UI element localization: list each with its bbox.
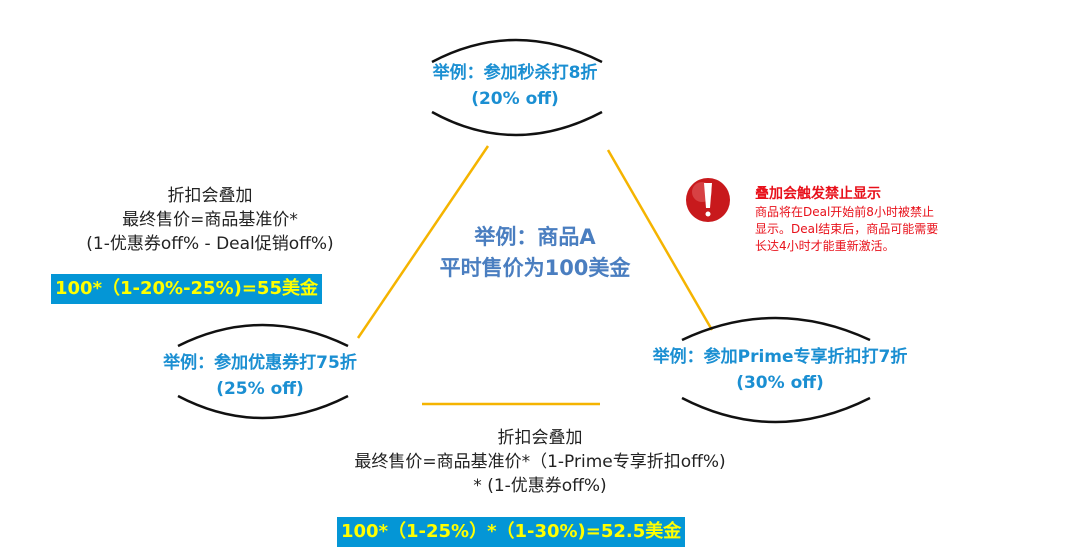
- left-formula: 折扣会叠加 最终售价=商品基准价* (1-优惠券off% - Deal促销off…: [40, 184, 380, 256]
- node-coupon: 举例：参加优惠券打75折 (25% off): [110, 350, 410, 402]
- left-formula-line: (1-优惠券off% - Deal促销off%): [86, 234, 334, 254]
- node-coupon-discount: (25% off): [216, 379, 304, 399]
- ellipse-top-upper-arc: [431, 38, 603, 64]
- center-label: 举例：商品A 平时售价为100美金: [410, 222, 660, 284]
- left-formula-result: 100*（1-20%-25%)=55美金: [51, 274, 322, 304]
- warning-text: 显示。Deal结束后，商品可能需要: [755, 222, 939, 236]
- exclamation-icon: [686, 178, 730, 222]
- node-flash-sale: 举例：参加秒杀打8折 (20% off): [400, 60, 630, 112]
- node-flash-sale-discount: (20% off): [471, 89, 559, 109]
- left-formula-line: 最终售价=商品基准价*: [122, 210, 298, 230]
- ellipse-right-upper-arc: [681, 316, 871, 342]
- ellipse-right-lower-arc: [681, 396, 871, 424]
- center-title: 举例：商品A: [474, 225, 596, 249]
- bottom-formula-line: * (1-优惠券off%): [473, 476, 607, 496]
- bottom-formula-line: 最终售价=商品基准价*（1-Prime专享折扣off%): [354, 452, 726, 472]
- connector-top-left: [356, 145, 490, 339]
- node-prime-discount: (30% off): [736, 373, 824, 393]
- warning-text: 商品将在Deal开始前8小时被禁止: [755, 205, 934, 219]
- bottom-formula: 折扣会叠加 最终售价=商品基准价*（1-Prime专享折扣off%) * (1-…: [270, 426, 810, 498]
- node-prime-title: 举例：参加Prime专享折扣打7折: [652, 347, 908, 367]
- bottom-formula-heading: 折扣会叠加: [497, 428, 583, 448]
- node-flash-sale-title: 举例：参加秒杀打8折: [432, 63, 598, 83]
- warning-title: 叠加会触发禁止显示: [755, 186, 881, 202]
- warning-box: 叠加会触发禁止显示 商品将在Deal开始前8小时被禁止 显示。Deal结束后，商…: [755, 184, 938, 255]
- connector-top-right: [606, 149, 714, 331]
- center-price: 平时售价为100美金: [439, 256, 631, 280]
- ellipse-top-lower-arc: [431, 110, 603, 137]
- node-prime: 举例：参加Prime专享折扣打7折 (30% off): [610, 344, 950, 396]
- ellipse-left-upper-arc: [177, 323, 349, 348]
- warning-text: 长达4小时才能重新激活。: [755, 239, 895, 253]
- bottom-formula-result: 100*（1-25%）*（1-30%)=52.5美金: [337, 517, 686, 547]
- node-coupon-title: 举例：参加优惠券打75折: [163, 353, 357, 373]
- left-formula-heading: 折扣会叠加: [167, 186, 253, 206]
- ellipse-left-lower-arc: [177, 394, 349, 420]
